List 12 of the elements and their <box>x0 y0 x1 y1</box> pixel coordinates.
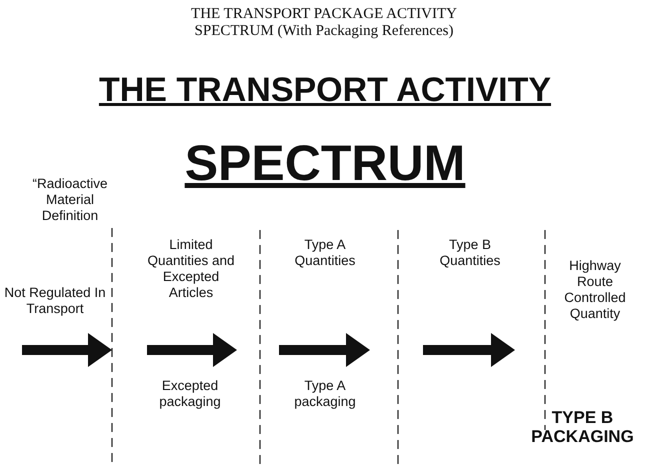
heading: THE TRANSPORT ACTIVITY <box>98 70 552 110</box>
stage-label: Type A Quantities <box>294 237 356 269</box>
stage-label: Highway Route Controlled Quantity <box>563 258 627 322</box>
stage-label: Not Regulated In Transport <box>4 285 106 317</box>
packaging-label: Type A packaging <box>293 378 357 410</box>
stage-label: Type B Quantities <box>438 237 502 269</box>
packaging-label: TYPE B PACKAGING <box>530 408 635 446</box>
stage-label: “Radioactive Material Definition <box>31 176 109 224</box>
heading: SPECTRUM <box>184 135 466 191</box>
stage-label: Limited Quantities and Excepted Articles <box>146 237 236 301</box>
title: THE TRANSPORT PACKAGE ACTIVITY SPECTRUM (With Packaging References) <box>190 6 458 40</box>
packaging-label: Excepted packaging <box>158 378 222 410</box>
